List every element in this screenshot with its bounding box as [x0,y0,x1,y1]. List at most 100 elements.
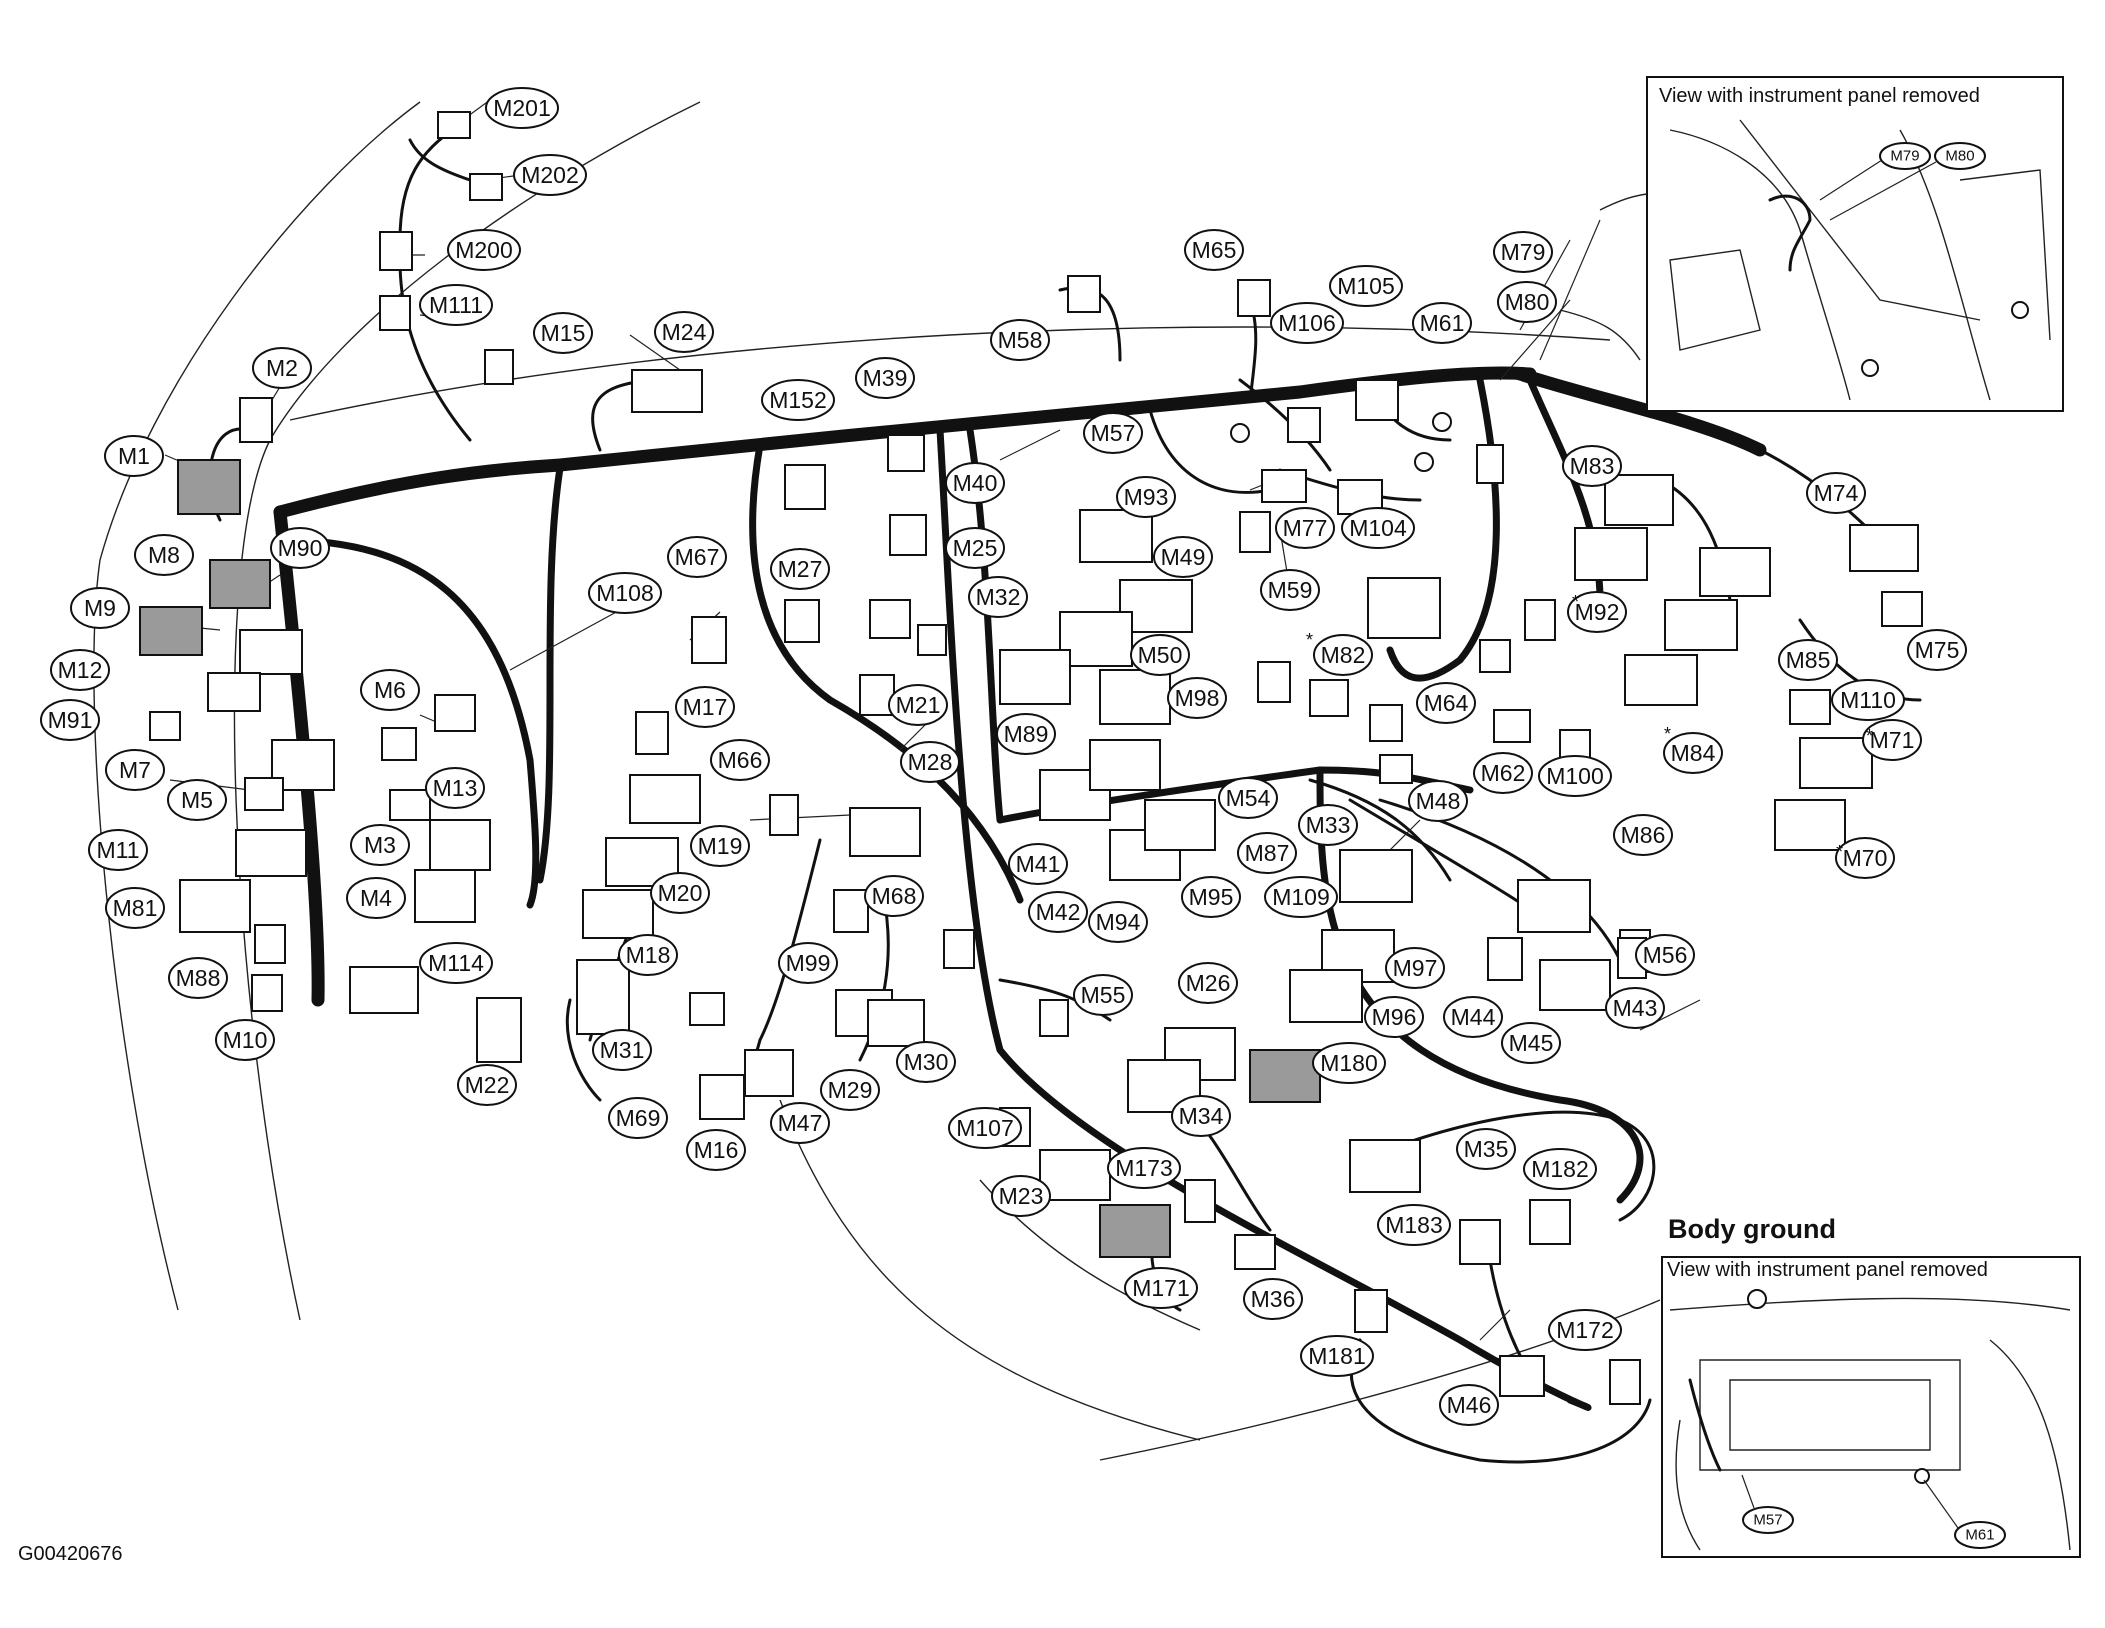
label-m41: M41 [1008,843,1068,885]
label-bubble [1243,1278,1303,1320]
label-text: M56 [1643,942,1688,968]
inset-label-m61: M61 [1965,1527,1994,1544]
label-text: M17 [683,694,728,720]
label-m80: M80 [1497,281,1557,323]
label-bubble [1456,1128,1516,1170]
label-m69: M69 [608,1097,668,1139]
label-m47: M47 [770,1102,830,1144]
label-text: M70 [1843,845,1888,871]
svg-text:*: * [1664,724,1671,744]
label-bubble [104,435,164,477]
label-m18: M18 [618,934,678,976]
label-text: M100 [1546,763,1604,789]
label-m36: M36 [1243,1278,1303,1320]
label-m11: M11 [88,829,148,871]
label-text: M67 [675,544,720,570]
label-text: M97 [1393,955,1438,981]
label-bubble [1364,996,1424,1038]
label-text: M7 [119,757,151,783]
label-m1: M1 [104,435,164,477]
label-text: M22 [465,1072,510,1098]
label-m84: M84 [1663,732,1723,774]
label-m61: M61 [1412,302,1472,344]
label-m24: M24 [654,311,714,353]
label-bubble [1312,1042,1386,1084]
label-text: M80 [1505,289,1550,315]
label-text: M114 [428,950,484,976]
label-bubble [855,357,915,399]
label-bubble [900,741,960,783]
label-bubble [864,875,924,917]
svg-text:*: * [1836,842,1843,862]
label-m15: M15 [533,312,593,354]
label-text: M45 [1509,1030,1554,1056]
label-bubble [350,824,410,866]
label-text: M92 [1575,599,1620,625]
label-text: M41 [1016,851,1061,877]
label-m106: M106 [1270,302,1344,344]
label-m2: M2 [252,347,312,389]
label-bubble [70,587,130,629]
label-text: M6 [374,677,406,703]
label-text: M108 [596,580,654,606]
label-bubble [1412,302,1472,344]
label-bubble [1605,987,1665,1029]
label-text: M58 [998,327,1043,353]
label-text: M18 [626,942,671,968]
label-text: M54 [1226,785,1271,811]
label-m67: M67 [667,536,727,578]
label-bubble [1473,752,1533,794]
label-text: M2 [266,355,298,381]
label-m200: M200 [447,229,521,271]
label-m28: M28 [900,741,960,783]
label-text: M98 [1175,685,1220,711]
label-bubble [888,684,948,726]
label-m71: M71 [1862,719,1922,761]
label-text: M28 [908,749,953,775]
label-text: M36 [1251,1286,1296,1312]
label-bubble [105,887,165,929]
asterisk-markers: * * * * * [1306,592,1873,862]
label-text: M29 [828,1077,873,1103]
label-m86: M86 [1613,814,1673,856]
inset-label-m79: M79 [1890,148,1919,165]
label-bubble [1130,634,1190,676]
label-m46: M46 [1439,1384,1499,1426]
label-bubble [996,713,1056,755]
label-text: M34 [1179,1103,1224,1129]
label-bubble [419,942,493,984]
label-text: M62 [1481,760,1526,786]
label-m31: M31 [592,1029,652,1071]
label-m92: M92 [1567,591,1627,633]
label-bubble [654,311,714,353]
label-bubble [457,1064,517,1106]
label-m90: M90 [270,527,330,569]
label-m75: M75 [1907,629,1967,671]
label-m104: M104 [1341,507,1415,549]
label-text: M84 [1671,740,1716,766]
label-m32: M32 [968,576,1028,618]
label-text: M109 [1272,884,1330,910]
label-bubble [1237,832,1297,874]
label-m99: M99 [778,942,838,984]
label-text: M25 [953,535,998,561]
label-text: M32 [976,584,1021,610]
label-text: M64 [1424,690,1469,716]
label-text: M61 [1420,310,1465,336]
label-bubble [1184,229,1244,271]
label-text: M10 [223,1027,268,1053]
label-bubble [1083,412,1143,454]
label-bubble [770,548,830,590]
label-m25: M25 [945,527,1005,569]
label-m27: M27 [770,548,830,590]
label-bubble [990,319,1050,361]
label-bubble [1153,536,1213,578]
label-m94: M94 [1088,901,1148,943]
label-bubble [1567,591,1627,633]
label-text: M171 [1132,1275,1190,1301]
label-m171: M171 [1124,1267,1198,1309]
label-bubble [896,1041,956,1083]
label-text: M59 [1268,577,1313,603]
label-text: M48 [1416,788,1461,814]
